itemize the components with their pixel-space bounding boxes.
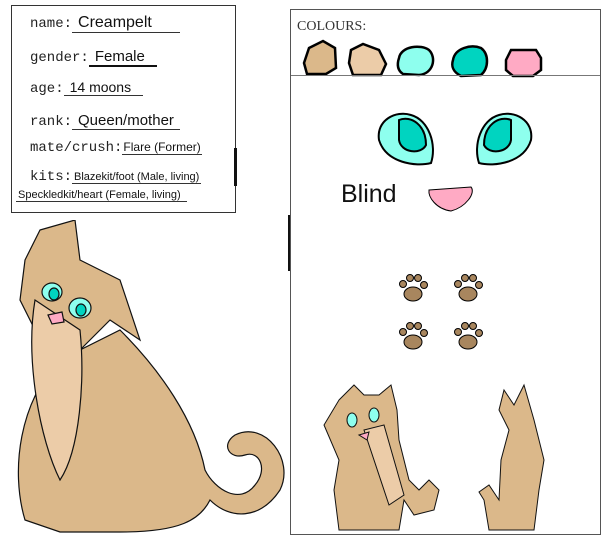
age-value: 14 moons: [63, 79, 144, 96]
mate-row: mate/crush:Flare (Former): [30, 140, 202, 156]
rank-row: rank:Queen/mother: [30, 112, 180, 130]
gender-label: gender:: [30, 50, 89, 66]
colour-swatches: [302, 39, 543, 78]
kits-row-2: Speckledkit/heart (Female, living): [16, 187, 187, 203]
cat-illustration: [17, 220, 285, 533]
kits-row: kits:Blazekit/foot (Male, living): [30, 169, 202, 185]
divider: [291, 75, 600, 76]
paw-icon: [399, 274, 428, 302]
swatch-cyan: [396, 45, 435, 77]
paw-icon: [454, 274, 483, 302]
rank-value: Queen/mother: [72, 112, 180, 130]
kits-value-2: Speckledkit/heart (Female, living): [16, 189, 187, 202]
paw-icon: [454, 322, 483, 350]
name-row: name:Creampelt: [30, 14, 180, 33]
rank-label: rank:: [30, 114, 73, 130]
stroke-mark: [288, 215, 290, 271]
kits-label: kits:: [30, 169, 73, 185]
gender-value: Female: [88, 48, 157, 67]
mate-value: Flare (Former): [122, 140, 202, 155]
nose-reference: [428, 186, 473, 212]
info-box: name:Creampelt gender:Female age:14 moon…: [11, 5, 236, 213]
colours-label: COLOURS:: [297, 19, 367, 34]
blind-note: Blind: [341, 180, 397, 208]
eyes-reference: [377, 112, 533, 166]
swatch-teal: [451, 45, 489, 78]
stroke-mark: [234, 148, 237, 186]
mate-label: mate/crush:: [30, 140, 123, 156]
body-reference: [323, 383, 545, 531]
name-value: Creampelt: [72, 14, 180, 33]
paw-pads-reference: [399, 274, 483, 350]
gender-row: gender:Female: [30, 48, 157, 67]
swatch-pink: [504, 48, 543, 78]
age-row: age:14 moons: [30, 79, 144, 97]
age-label: age:: [30, 81, 64, 97]
reference-panel: COLOURS: Blind: [290, 9, 601, 535]
swatch-cream: [347, 42, 388, 77]
kits-value-1: Blazekit/foot (Male, living): [72, 171, 202, 184]
swatch-tan: [302, 39, 338, 76]
paw-icon: [399, 322, 428, 350]
name-label: name:: [30, 16, 73, 32]
back-view: [478, 383, 545, 531]
